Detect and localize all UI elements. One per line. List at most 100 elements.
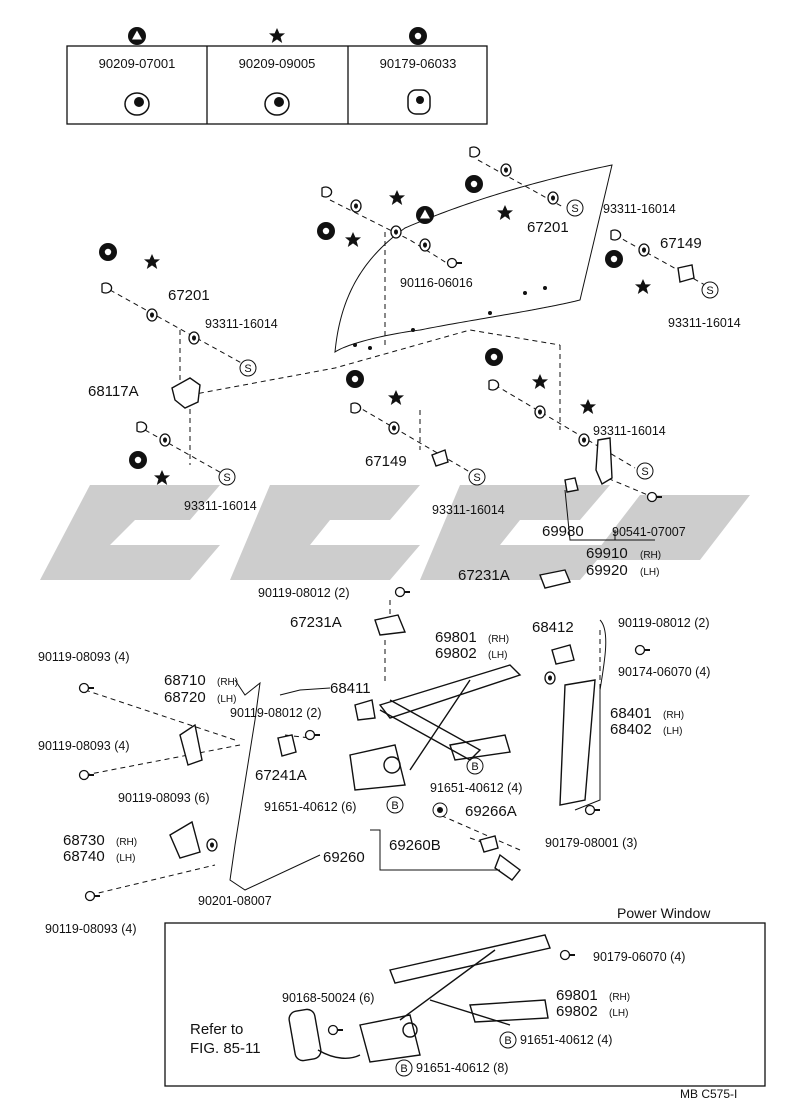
label-93311-16014: 93311-16014: [668, 316, 741, 330]
label-rh: (RH): [488, 634, 509, 645]
label-68401: 68401: [610, 705, 652, 722]
b-callout: B: [395, 1059, 413, 1077]
label-67201: 67201: [168, 287, 210, 304]
label-69801: 69801: [435, 629, 477, 646]
label-69260: 69260: [323, 849, 365, 866]
power-window-box: [164, 922, 766, 1087]
label-90119-08093: 90119-08093 (4): [45, 922, 137, 936]
label-rh: (RH): [609, 992, 630, 1003]
label-lh: (LH): [217, 694, 236, 705]
label-69802: 69802: [556, 1003, 598, 1020]
leader-lines: [84, 159, 706, 896]
label-90119-08093: 90119-08093 (6): [118, 791, 210, 805]
bracket-regulator-top: [354, 699, 376, 721]
label-67231a: 67231A: [458, 567, 510, 584]
star-icon: [388, 390, 404, 405]
label-69910: 69910: [586, 545, 628, 562]
s-callout: S: [566, 199, 584, 217]
label-rh: (RH): [116, 837, 137, 848]
callout-markers: S S S S S S B B B B: [218, 199, 719, 1077]
label-68720: 68720: [164, 689, 206, 706]
label-93311-16014: 93311-16014: [205, 317, 278, 331]
star-icon: [497, 205, 513, 220]
b-callout: B: [499, 1031, 517, 1049]
label-67149: 67149: [365, 453, 407, 470]
bracket-69910: [595, 437, 613, 486]
label-90119-08093: 90119-08093 (4): [38, 650, 130, 664]
label-lh: (LH): [609, 1008, 628, 1019]
svg-text:B: B: [504, 1035, 511, 1047]
bracket-67231a-right: [539, 569, 571, 589]
star-icon: [635, 279, 651, 294]
channel-67149-left: [431, 449, 449, 467]
solid-leaders: [229, 489, 655, 891]
refer-note-line-1: Refer to: [190, 1021, 243, 1038]
clip-nut-icon: [407, 89, 431, 115]
dot-in-circle-icon: [99, 243, 117, 261]
glass-holes: [353, 286, 547, 350]
label-69802: 69802: [435, 645, 477, 662]
label-93311-16014: 93311-16014: [184, 499, 257, 513]
label-68411: 68411: [330, 680, 371, 697]
label-93311-16014: 93311-16014: [603, 202, 676, 216]
label-69801: 69801: [556, 987, 598, 1004]
label-67201: 67201: [527, 219, 569, 236]
refer-note-line-2: FIG. 85-11: [190, 1040, 261, 1057]
label-67241a: 67241A: [255, 767, 307, 784]
small-parts: [78, 146, 663, 1036]
label-90201-08007: 90201-08007: [198, 894, 272, 908]
label-69920: 69920: [586, 562, 628, 579]
bracket-67231a-left: [374, 614, 406, 636]
label-68117a: 68117A: [88, 383, 139, 400]
label-90119-08012: 90119-08012 (2): [618, 616, 710, 630]
label-69980: 69980: [542, 523, 584, 540]
hinge-68730: [169, 820, 201, 859]
dot-in-circle-icon: [605, 250, 623, 268]
star-icon: [389, 190, 405, 205]
legend-part-3: 90179-06033: [380, 56, 457, 71]
hinge-68710: [179, 723, 203, 766]
manual-window-regulator: [349, 664, 596, 881]
label-91651-40612: 91651-40612 (6): [264, 800, 356, 814]
label-90174-06070: 90174-06070 (4): [618, 665, 710, 679]
svg-text:S: S: [244, 363, 251, 375]
b-callout: B: [386, 796, 404, 814]
bracket-68412: [551, 644, 575, 665]
label-91651-40612: 91651-40612 (4): [430, 781, 522, 795]
svg-text:S: S: [641, 466, 648, 478]
label-91651-40612: 91651-40612 (4): [520, 1033, 612, 1047]
triangle-in-circle-icon: [416, 206, 434, 224]
label-lh: (LH): [488, 650, 507, 661]
label-90168-50024: 90168-50024 (6): [282, 991, 374, 1005]
grommet-star-icon: [264, 92, 290, 116]
label-67149: 67149: [660, 235, 702, 252]
svg-text:B: B: [471, 761, 478, 773]
svg-text:S: S: [571, 203, 578, 215]
label-rh: (RH): [640, 550, 661, 561]
label-90119-08012: 90119-08012 (2): [230, 706, 322, 720]
svg-text:B: B: [400, 1063, 407, 1075]
figure-code: MB C575-I: [680, 1087, 737, 1101]
label-90119-08012: 90119-08012 (2): [258, 586, 350, 600]
label-90119-08093: 90119-08093 (4): [38, 739, 130, 753]
clamp-67241a: [277, 734, 297, 757]
label-90179-08001: 90179-08001 (3): [545, 836, 637, 850]
label-rh: (RH): [663, 710, 684, 721]
channel-67149-right: [677, 264, 695, 283]
s-callout: S: [636, 462, 654, 480]
door-glass-outline: [334, 164, 613, 354]
label-90116-06016: 90116-06016: [400, 276, 473, 290]
s-callout: S: [239, 359, 257, 377]
b-callout: B: [466, 757, 484, 775]
power-window-title: Power Window: [617, 905, 711, 921]
legend-table: 90209-07001 90209-09005 90179-06033: [66, 27, 488, 125]
star-icon: [532, 374, 548, 389]
label-69260b: 69260B: [389, 837, 441, 854]
legend-part-2: 90209-09005: [239, 56, 316, 71]
s-callout: S: [468, 468, 486, 486]
s-callout: S: [218, 468, 236, 486]
label-68740: 68740: [63, 848, 105, 865]
label-67231a: 67231A: [290, 614, 342, 631]
svg-text:S: S: [473, 472, 480, 484]
